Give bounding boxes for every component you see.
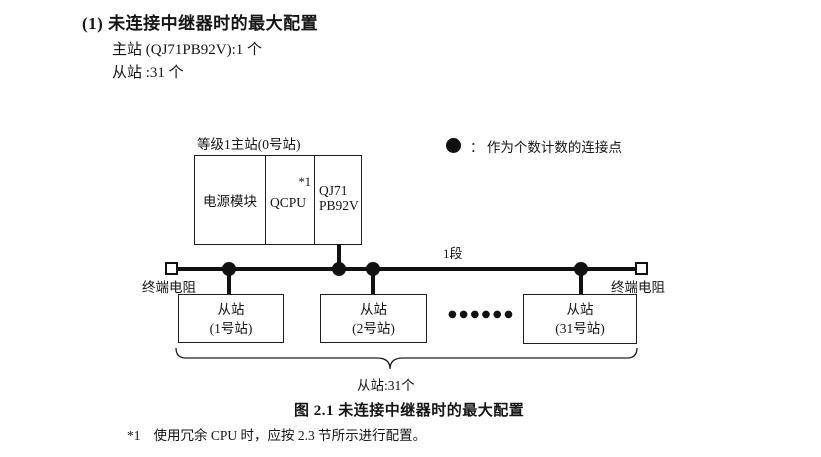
slave31-label-line2: (31号站) (555, 321, 605, 336)
master-count-line: 主站 (QJ71PB92V):1 个 (112, 42, 263, 58)
connection-dot (366, 262, 380, 276)
bus-segment-line (177, 267, 636, 271)
footnote-marker: *1 (127, 428, 141, 443)
footnote: *1 使用冗余 CPU 时，应按 2.3 节所示进行配置。 (127, 424, 426, 444)
figure-caption: 图 2.1 未连接中继器时的最大配置 (294, 403, 525, 419)
segment-label: 1段 (443, 246, 463, 261)
slave31-label-line1: 从站 (566, 302, 594, 317)
slave1-label-line1: 从站 (217, 301, 245, 317)
omitted-stations-ellipsis: ●●●●●● (448, 309, 516, 320)
master-station-label: 等级1主站(0号站) (197, 137, 301, 152)
slave-count-line: 从站 :31 个 (112, 65, 184, 81)
footnote-text: 使用冗余 CPU 时，应按 2.3 节所示进行配置。 (153, 428, 427, 443)
slave2-label-line1: 从站 (360, 301, 387, 317)
qj71-label-line1: QJ71 (319, 183, 348, 198)
slave-count-brace (175, 347, 638, 370)
terminator-left-label: 终端电阻 (142, 280, 196, 295)
qj71-label-line2: PB92V (319, 198, 359, 213)
qcpu-cell: *1 QCPU (265, 156, 314, 244)
slave-station-box-2: 从站 (2号站) (320, 294, 427, 343)
connection-dot (222, 262, 236, 276)
brace-label: 从站:31个 (357, 378, 415, 393)
master-drop-line (337, 244, 341, 269)
master-station-box: 电源模块 *1 QCPU QJ71 PB92V (194, 155, 362, 245)
slave-station-box-1: 从站 (1号站) (178, 294, 284, 343)
slave2-drop-line (371, 269, 375, 295)
slave1-label-line2: (1号站) (209, 320, 253, 336)
connection-dot (332, 262, 346, 276)
legend-text: ： 作为个数计数的连接点 (470, 140, 622, 155)
terminator-resistor-right-icon (635, 262, 648, 275)
qcpu-footnote-ref: *1 (298, 175, 312, 189)
terminator-resistor-left-icon (165, 262, 178, 275)
legend-connection-dot-icon (446, 138, 461, 153)
slave2-label-line2: (2号站) (352, 320, 395, 336)
qj71pb92v-cell: QJ71 PB92V (314, 156, 361, 244)
terminator-right-label: 终端电阻 (611, 280, 665, 295)
page-title: (1) 未连接中继器时的最大配置 (82, 14, 319, 33)
qcpu-label: QCPU (270, 195, 307, 210)
power-module-cell: 电源模块 (203, 194, 257, 209)
slave1-drop-line (227, 269, 231, 295)
connection-dot (574, 262, 588, 276)
slave-station-box-31: 从站 (31号站) (523, 294, 637, 344)
slave31-drop-line (579, 269, 583, 295)
